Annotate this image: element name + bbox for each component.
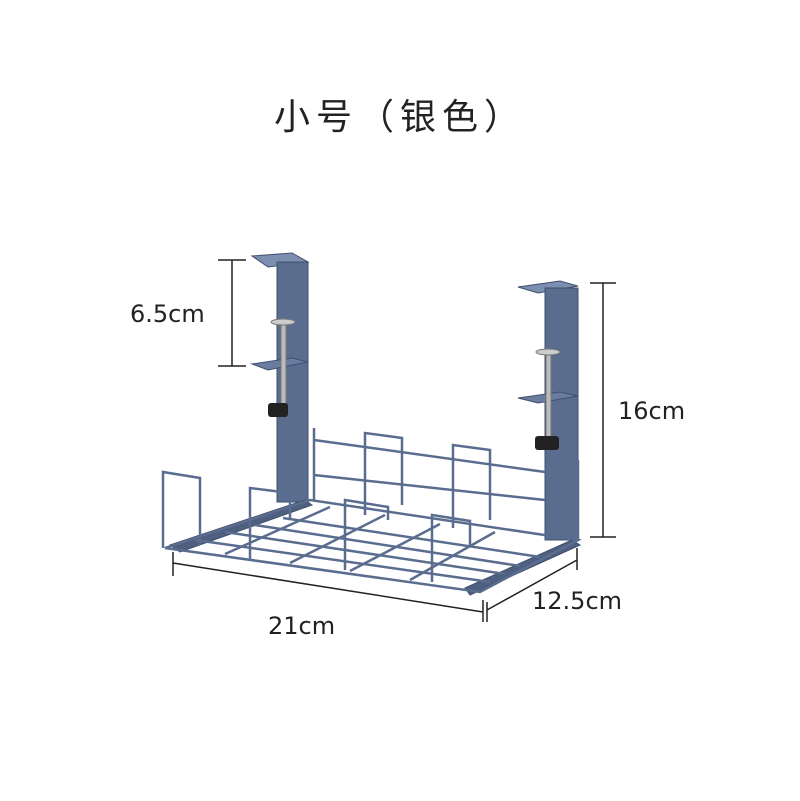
left-bracket: [250, 252, 310, 503]
clamp-gap-dimension-line: [218, 259, 246, 367]
product-title: 小号（银色）: [273, 97, 526, 138]
width-label: 21cm: [268, 612, 336, 640]
width-dimension-line: [172, 552, 484, 622]
height-dimension-line: [590, 282, 616, 538]
depth-label: 12.5cm: [532, 587, 623, 615]
dimension-lines: [172, 259, 616, 622]
wire-basket: [161, 428, 582, 594]
depth-dimension-line: [486, 548, 578, 622]
height-label: 16cm: [618, 397, 686, 425]
clamp-gap-label: 6.5cm: [130, 300, 205, 328]
right-bracket: [517, 280, 579, 541]
